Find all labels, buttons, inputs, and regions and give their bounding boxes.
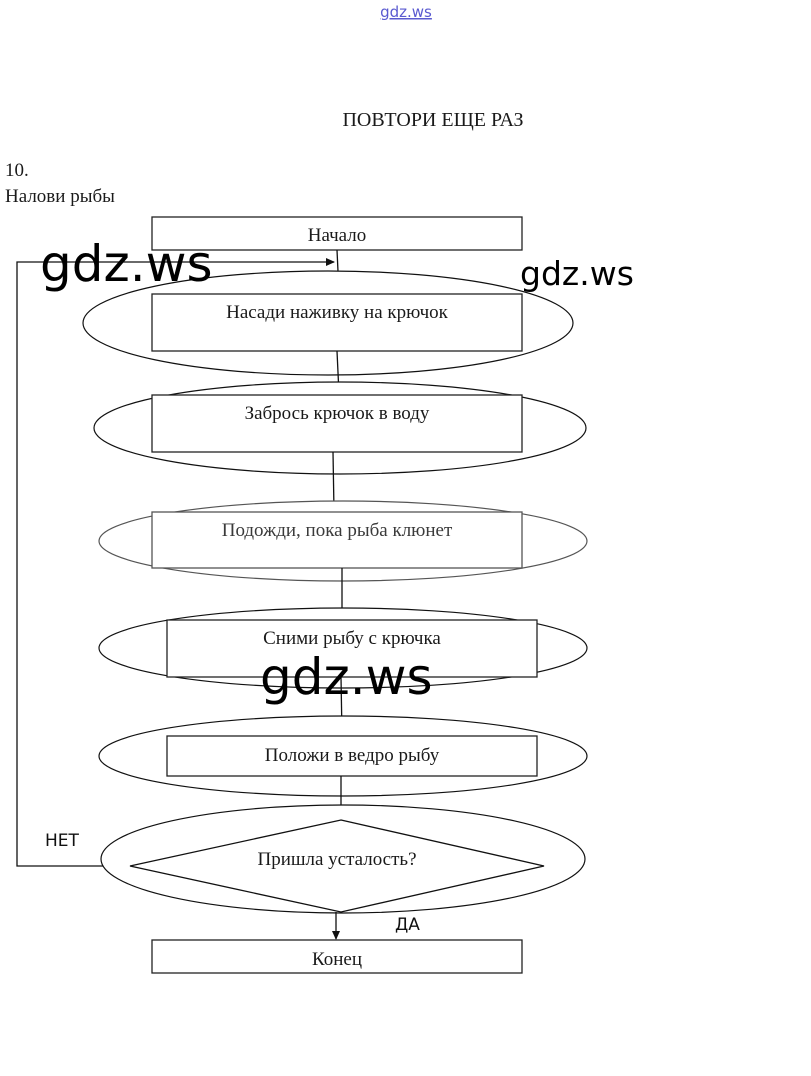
step-4-box xyxy=(166,619,538,678)
step-2-box xyxy=(151,394,523,453)
loop-back-arrow xyxy=(16,258,335,867)
task-title: Налови рыбы xyxy=(5,186,115,207)
step-2-label: Забрось крючок в воду xyxy=(245,403,430,424)
watermark-left: gdz.ws xyxy=(40,235,213,293)
watermark-top: gdz.ws xyxy=(380,3,432,21)
watermark-center: gdz.ws xyxy=(260,648,433,706)
step-5-box xyxy=(166,735,538,777)
step-1-label: Насади наживку на крючок xyxy=(226,302,449,323)
task-number: 10. xyxy=(5,160,29,181)
header-title: ПОВТОРИ ЕЩЕ РАЗ xyxy=(342,109,523,131)
no-label: НЕТ xyxy=(45,831,80,851)
step-3-box xyxy=(151,511,523,569)
step-3-label: Подожди, пока рыба клюнет xyxy=(222,520,453,541)
step-5-label: Положи в ведро рыбу xyxy=(265,745,440,766)
end-label: Конец xyxy=(312,949,362,970)
decision-diamond xyxy=(129,819,545,913)
start-box xyxy=(151,216,523,251)
end-box xyxy=(151,939,523,974)
decision-label: Пришла усталость? xyxy=(257,849,416,870)
yes-label: ДА xyxy=(395,915,420,935)
step-4-label: Сними рыбу с крючка xyxy=(263,628,441,649)
start-label: Начало xyxy=(308,225,367,246)
watermark-right: gdz.ws xyxy=(520,254,634,293)
